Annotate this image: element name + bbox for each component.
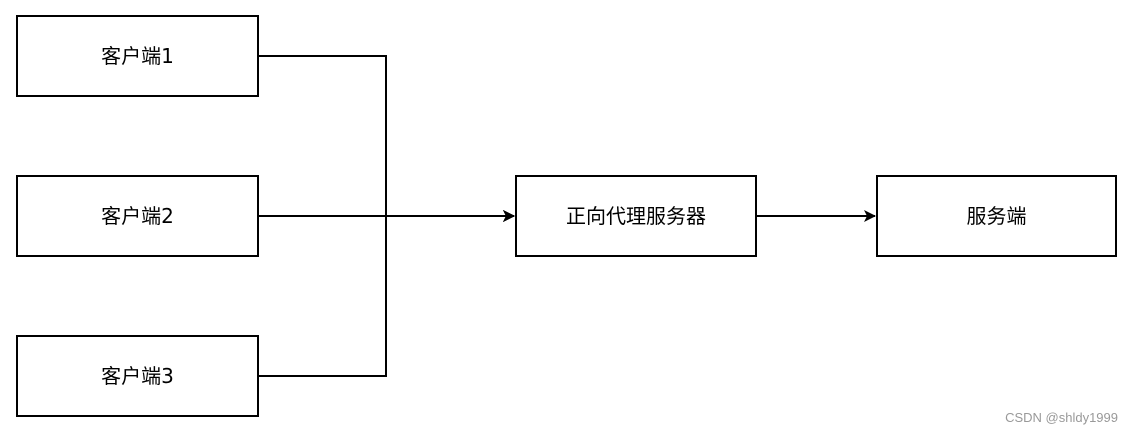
node-forward-proxy-label: 正向代理服务器 (566, 204, 706, 228)
node-client-2-label: 客户端2 (101, 204, 174, 228)
node-server: 服务端 (876, 175, 1117, 257)
node-server-label: 服务端 (967, 204, 1027, 228)
node-server-box (876, 175, 1117, 257)
edge-client3-to-proxy (258, 210, 515, 377)
node-client-3-label: 客户端3 (101, 364, 174, 388)
connectors (258, 55, 876, 377)
node-client-2: 客户端2 (16, 175, 259, 257)
edge-client1-to-proxy (258, 55, 515, 222)
node-client-2-box (16, 175, 259, 257)
node-client-1-box (16, 15, 259, 97)
node-client-1-label: 客户端1 (101, 44, 174, 68)
node-client-1: 客户端1 (16, 15, 259, 97)
node-client-3: 客户端3 (16, 335, 259, 417)
csdn-watermark: CSDN @shldy1999 (1005, 410, 1118, 425)
node-client-3-box (16, 335, 259, 417)
node-forward-proxy-box (515, 175, 757, 257)
node-forward-proxy: 正向代理服务器 (515, 175, 757, 257)
